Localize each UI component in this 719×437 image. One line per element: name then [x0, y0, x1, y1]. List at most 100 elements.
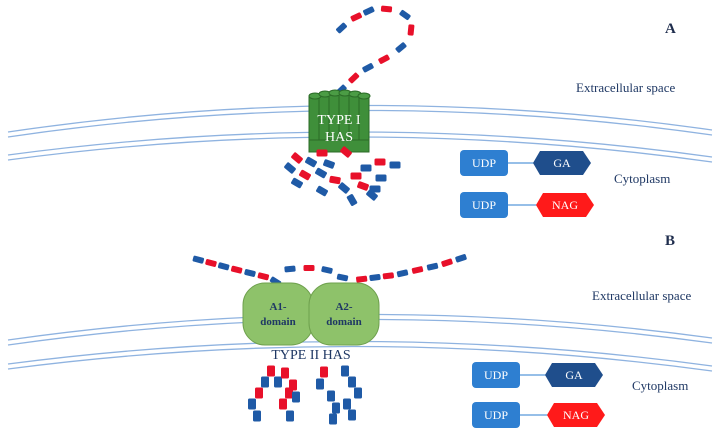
- nag-unit: [320, 366, 328, 378]
- udp-label: UDP: [472, 198, 496, 212]
- ga-unit: [360, 164, 372, 172]
- nag-unit: [374, 158, 386, 166]
- ga-unit: [248, 398, 256, 410]
- nag-unit: [316, 149, 328, 157]
- nag-unit: [299, 169, 311, 181]
- ga-unit: [366, 189, 378, 201]
- ga-hexagon: [533, 151, 591, 175]
- ga-unit: [274, 376, 282, 388]
- ga-unit: [362, 63, 374, 73]
- nag-unit: [281, 367, 289, 379]
- ga-unit: [354, 387, 362, 399]
- ga-unit: [338, 182, 350, 194]
- panel-a-letter: A: [665, 21, 676, 37]
- ga-unit: [323, 159, 335, 169]
- nag-unit: [350, 172, 362, 180]
- ga-unit: [244, 269, 256, 277]
- nag-unit: [289, 379, 297, 391]
- ga-unit: [291, 177, 303, 189]
- ga-unit: [396, 269, 409, 278]
- nag-unit: [267, 365, 275, 377]
- nag-unit: [291, 152, 303, 164]
- ga-unit: [362, 6, 375, 16]
- ga-unit: [192, 255, 205, 264]
- a2-domain: A2- domain: [308, 282, 380, 346]
- ga-unit: [336, 273, 349, 282]
- nag-unit: [329, 175, 341, 185]
- ga-unit: [336, 22, 347, 34]
- ga-unit: [316, 185, 328, 197]
- ga-hexagon: [545, 363, 603, 387]
- a1-domain-line1: A1-: [269, 301, 286, 313]
- ga-label: GA: [553, 156, 571, 170]
- ga-unit: [395, 42, 407, 53]
- panel-a-hyaluronan-chain: [335, 5, 415, 96]
- panel-a-extracellular-label: Extracellular space: [576, 80, 675, 95]
- panel-a-legend-nag: UDP NAG: [460, 192, 594, 218]
- ga-unit: [315, 167, 327, 179]
- ga-unit: [316, 378, 324, 390]
- udp-label: UDP: [484, 408, 508, 422]
- nag-unit: [382, 272, 394, 280]
- ga-unit: [369, 185, 381, 193]
- nag-unit: [378, 54, 390, 64]
- nag-unit: [380, 5, 393, 13]
- ga-unit: [348, 376, 356, 388]
- panel-a-cytoplasm-sugars: [284, 146, 401, 206]
- udp-box: [460, 150, 508, 176]
- ga-unit: [332, 402, 340, 414]
- ga-unit: [286, 410, 294, 422]
- ga-unit: [348, 409, 356, 421]
- type1-has-line1: TYPE I: [317, 113, 361, 128]
- panel-b-cytoplasm-label: Cytoplasm: [632, 378, 688, 393]
- ga-unit: [343, 398, 351, 410]
- nag-unit: [411, 266, 424, 274]
- ga-unit: [426, 262, 439, 271]
- nag-unit: [257, 272, 270, 281]
- ga-unit: [217, 262, 230, 271]
- nag-unit: [441, 258, 453, 267]
- panel-b-cytoplasm-sugars: [248, 365, 362, 425]
- ga-unit: [284, 265, 296, 273]
- ga-unit: [369, 274, 381, 281]
- udp-box: [472, 402, 520, 428]
- panel-a-cytoplasm-label: Cytoplasm: [614, 171, 670, 186]
- ga-unit: [261, 376, 269, 388]
- a1-domain: A1- domain: [242, 282, 314, 346]
- ga-unit: [455, 254, 467, 263]
- panel-b-legend-ga: UDP GA: [472, 362, 603, 388]
- panel-a-legend-ga: UDP GA: [460, 150, 591, 176]
- nag-unit: [205, 259, 217, 267]
- a2-domain-line2: domain: [326, 316, 361, 328]
- ga-unit: [305, 156, 317, 168]
- nag-unit: [357, 181, 369, 191]
- nag-unit: [340, 146, 352, 158]
- nag-hexagon: [547, 403, 605, 427]
- ga-unit: [375, 174, 387, 182]
- panel-b-hyaluronan-chains: [192, 254, 467, 294]
- udp-label: UDP: [472, 156, 496, 170]
- nag-unit: [303, 265, 315, 271]
- nag-label: NAG: [552, 198, 578, 212]
- nag-unit: [407, 24, 415, 36]
- ga-unit: [399, 9, 411, 21]
- nag-unit: [348, 72, 360, 84]
- ga-unit: [327, 390, 335, 402]
- panel-b-legend-nag: UDP NAG: [472, 402, 605, 428]
- panel-b: B Extracellular space A1- domain A2- dom…: [7, 233, 713, 428]
- udp-box: [460, 192, 508, 218]
- type1-has-line2: HAS: [325, 130, 353, 145]
- type2-has-label: TYPE II HAS: [271, 348, 350, 363]
- ga-unit: [341, 365, 349, 377]
- nag-unit: [279, 398, 287, 410]
- ga-unit: [284, 162, 296, 174]
- type1-has-enzyme: TYPE I HAS: [308, 89, 371, 153]
- udp-label: UDP: [484, 368, 508, 382]
- ga-label: GA: [565, 368, 583, 382]
- ga-unit: [329, 413, 337, 425]
- nag-hexagon: [536, 193, 594, 217]
- nag-unit: [356, 275, 368, 283]
- nag-unit: [255, 387, 263, 399]
- panel-a: A Extracellular space: [7, 5, 713, 218]
